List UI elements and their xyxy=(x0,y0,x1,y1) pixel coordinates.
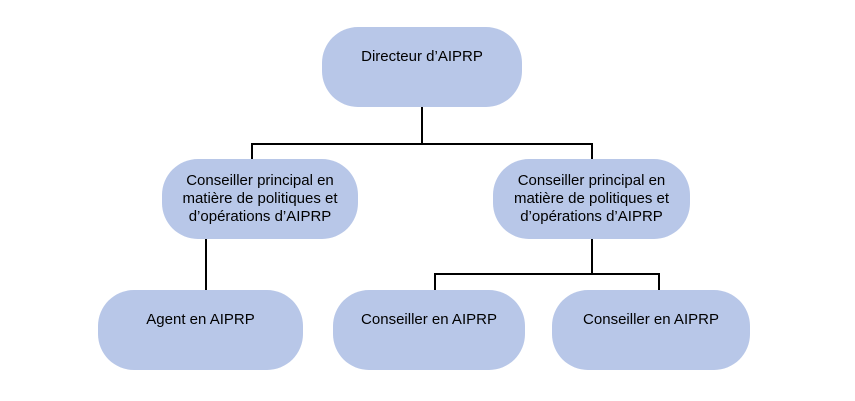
node-agent: Agent en AIPRP xyxy=(98,290,303,370)
node-director: Directeur d’AIPRP xyxy=(322,27,522,107)
node-principal-right-line3: d’opérations d’AIPRP xyxy=(520,208,663,225)
node-principal-left: Conseiller principal en matière de polit… xyxy=(162,159,358,239)
connector-director-stem xyxy=(421,106,423,145)
node-principal-right-line1: Conseiller principal en xyxy=(517,172,666,189)
node-principal-right-line2: matière de politiques et xyxy=(513,190,670,207)
node-conseiller-2: Conseiller en AIPRP xyxy=(552,290,750,370)
node-conseiller-2-label: Conseiller en AIPRP xyxy=(583,311,719,328)
node-director-label: Directeur d’AIPRP xyxy=(361,48,483,65)
connector-agent-stem xyxy=(205,237,207,292)
node-agent-label: Agent en AIPRP xyxy=(146,311,255,328)
node-conseiller-1-label: Conseiller en AIPRP xyxy=(361,311,497,328)
connector-principal-left-stub xyxy=(251,143,253,161)
node-principal-left-line2: matière de politiques et xyxy=(182,190,338,207)
connector-level3-horizontal-bar xyxy=(434,273,660,275)
node-principal-left-line1: Conseiller principal en xyxy=(186,172,334,189)
connector-principal-right-stub xyxy=(591,143,593,161)
node-conseiller-1: Conseiller en AIPRP xyxy=(333,290,525,370)
connector-level2-horizontal-bar xyxy=(251,143,593,145)
connector-level3-stem xyxy=(591,237,593,275)
node-principal-right: Conseiller principal en matière de polit… xyxy=(493,159,690,239)
node-principal-left-line3: d’opérations d’AIPRP xyxy=(188,208,332,225)
connector-conseiller-1-stub xyxy=(434,273,436,292)
connector-conseiller-2-stub xyxy=(658,273,660,292)
